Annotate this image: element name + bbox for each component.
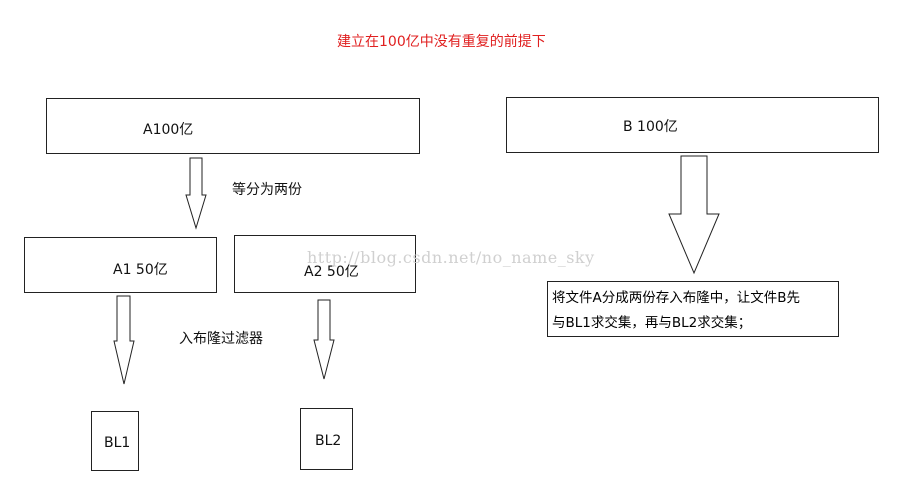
edge-label-into-bloom: 入布隆过滤器: [179, 331, 263, 347]
node-b100-label: B 100亿: [623, 119, 678, 135]
node-a100-label: A100亿: [143, 122, 194, 138]
note-line-1: 将文件A分成两份存入布隆中，让文件B先: [552, 290, 800, 306]
note-text: 将文件A分成两份存入布隆中，让文件B先 与BL1求交集，再与BL2求交集；: [552, 286, 800, 336]
node-bl2: [300, 408, 353, 470]
node-a100: [46, 98, 420, 154]
note-box: [547, 281, 839, 337]
node-b100: [506, 97, 879, 153]
arrow-b-to-note: [668, 155, 720, 275]
node-bl1-label: BL1: [104, 435, 131, 451]
node-bl1: [91, 411, 139, 471]
diagram-title: 建立在100亿中没有重复的前提下: [337, 34, 546, 50]
arrow-a2-to-bl2: [313, 299, 335, 380]
note-line-2: 与BL1求交集，再与BL2求交集；: [552, 315, 752, 331]
node-a2-label: A2 50亿: [304, 264, 359, 280]
edge-label-split: 等分为两份: [232, 182, 302, 198]
arrow-split: [185, 157, 207, 230]
node-bl2-label: BL2: [315, 433, 342, 449]
watermark: http://blog.csdn.net/no_name_sky: [307, 248, 595, 267]
arrow-a1-to-bl1: [113, 295, 135, 385]
node-a1-label: A1 50亿: [113, 262, 168, 278]
node-a2: [234, 235, 416, 293]
node-a1: [24, 237, 217, 293]
